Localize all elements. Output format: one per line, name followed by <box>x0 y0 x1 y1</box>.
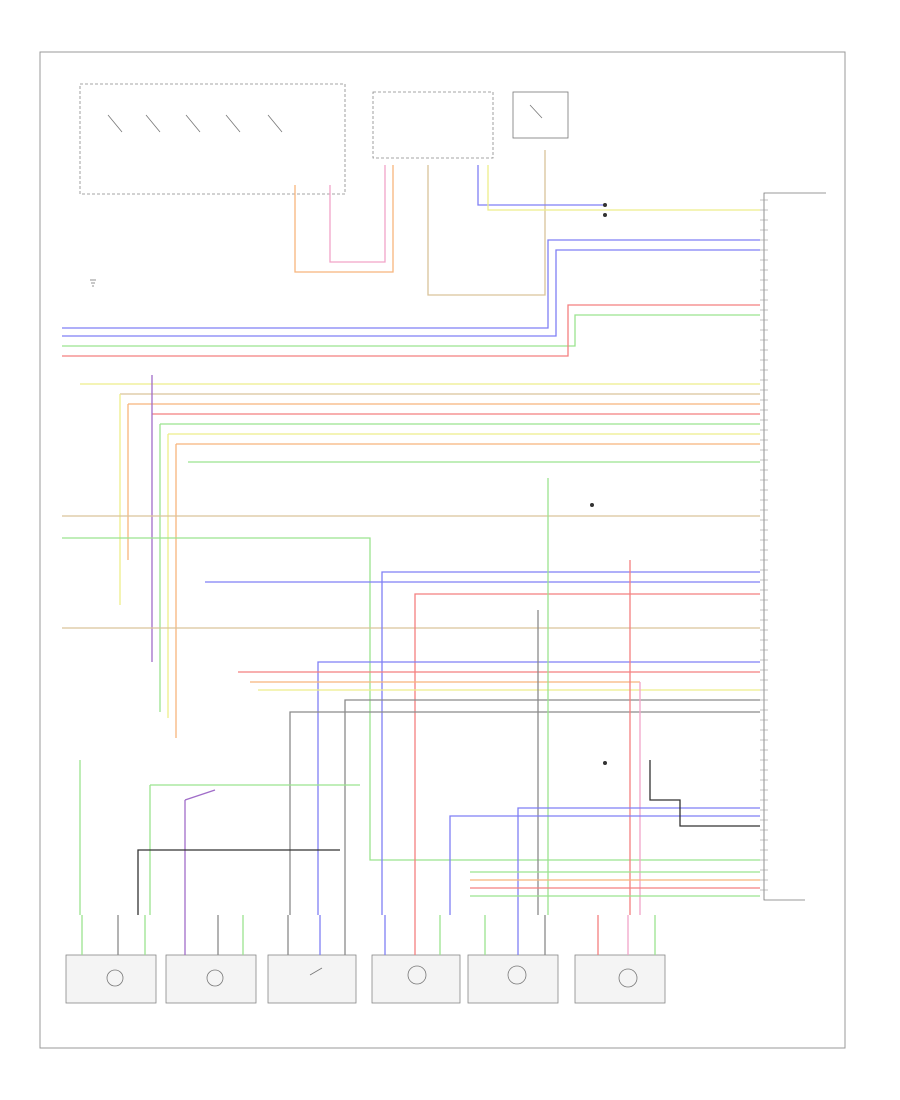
motor-icon <box>407 965 427 985</box>
motor-4 <box>371 954 461 1004</box>
wire-harness <box>62 150 760 915</box>
ground-icon <box>90 279 96 287</box>
fuse-panel <box>372 91 494 159</box>
seat-control-module <box>763 192 826 901</box>
motor-icon <box>618 968 638 988</box>
relay <box>512 91 569 139</box>
diagram-frame <box>39 51 846 1049</box>
motor-1 <box>65 954 157 1004</box>
connector-pins <box>760 199 768 891</box>
motor-2 <box>165 954 257 1004</box>
motor-6 <box>574 954 666 1004</box>
switch-icon <box>309 967 323 976</box>
motor-connector-stubs <box>81 915 656 955</box>
splice-dot-icon <box>590 203 607 765</box>
motor-icon <box>507 965 527 985</box>
switch-3 <box>267 954 357 1004</box>
motor-5 <box>467 954 559 1004</box>
relay-coil-icon <box>529 104 543 119</box>
motor-icon <box>106 969 124 987</box>
motor-icon <box>206 969 224 987</box>
seat-heater-control <box>79 83 346 287</box>
